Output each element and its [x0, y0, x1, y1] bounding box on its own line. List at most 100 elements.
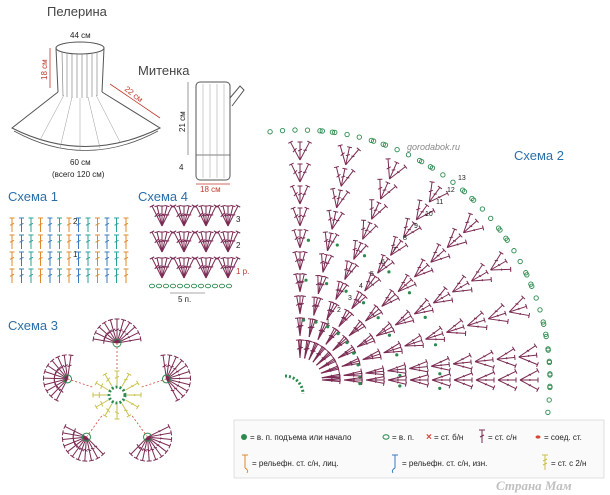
stitch-top: [65, 449, 70, 455]
scallop-chain: [450, 179, 456, 185]
stitch-stem: [364, 276, 376, 292]
stitch-stem: [409, 368, 428, 373]
schema2-stitch: [299, 140, 312, 161]
stitch-top: [514, 354, 516, 360]
stitch-stem: [325, 330, 339, 345]
stitch-top: [479, 310, 484, 315]
stitch-stem: [428, 187, 441, 203]
stitch-top: [420, 258, 426, 262]
schema2-stitch: [490, 258, 508, 271]
mitenka-height-dim: 21 см: [178, 111, 187, 132]
stitch-top: [164, 449, 169, 455]
schema2-stitch: [476, 377, 495, 383]
stitch-bar: [76, 273, 81, 277]
schema1-stitch: [76, 217, 81, 232]
stitch-top: [470, 370, 474, 376]
stitch-stem: [509, 311, 530, 317]
stitch-stem: [173, 205, 185, 227]
scallop-chain: [405, 152, 412, 158]
schema2-row-number: 5: [370, 271, 374, 278]
stitch-stem: [383, 350, 403, 354]
stitch-bar: [371, 313, 375, 316]
stitch-bar: [373, 315, 376, 318]
stitch-bar: [87, 448, 92, 452]
stitch-stem: [151, 231, 163, 253]
schema2-stitch: [487, 302, 505, 320]
stitch-top: [305, 184, 311, 188]
stitch-stem: [320, 368, 339, 374]
stitch-bar: [419, 305, 423, 308]
scallop-chain: [545, 347, 551, 353]
stitch-stem: [331, 211, 337, 230]
schema4-stitch: [220, 256, 229, 279]
schema2-stitch: [322, 254, 335, 273]
stitch-bar: [178, 380, 181, 384]
schema2-stitch: [431, 365, 451, 373]
stitch-stem: [413, 259, 424, 278]
scallop-chain: [497, 227, 503, 233]
schema1-stitch: [123, 251, 129, 266]
stitch-stem: [381, 297, 399, 307]
schema3: Схема 3: [8, 318, 192, 462]
scallop-chain: [304, 127, 311, 133]
schema2-stitch: [351, 292, 365, 310]
stitch-bar: [297, 214, 303, 218]
stitch-top: [425, 359, 429, 365]
schema2-stitch: [430, 247, 447, 263]
stitch-stem: [121, 373, 130, 387]
stitch-bar: [181, 213, 187, 217]
schema2-stitch: [446, 318, 464, 333]
stitch-top: [149, 230, 155, 234]
stitch-top: [397, 340, 402, 346]
stitch-top: [168, 443, 172, 449]
stitch-bar: [176, 370, 179, 373]
stitch-top: [411, 221, 417, 225]
stitch-bar: [420, 269, 424, 272]
stitch-bar: [344, 318, 348, 321]
stitch-bar: [19, 222, 24, 226]
schema2-stitch: [496, 346, 516, 360]
scallop-chain: [541, 321, 547, 327]
petal-ring: [143, 432, 153, 442]
stitch-stem: [487, 304, 503, 320]
stitch-top: [333, 210, 339, 213]
stitch-top: [337, 189, 343, 192]
stitch-bar: [424, 213, 428, 216]
stitch-bar: [329, 369, 332, 373]
stitch-top: [315, 342, 321, 346]
stitch-bar: [403, 226, 408, 229]
stitch-stem: [205, 257, 217, 279]
stitch-bar: [114, 411, 120, 415]
sc-dot: [387, 333, 392, 337]
stitch-stem: [217, 257, 229, 279]
stitch-bar: [469, 225, 473, 228]
stitch-top: [235, 204, 241, 208]
stitch-stem: [430, 249, 445, 263]
stitch-top: [461, 274, 467, 279]
stitch-bar: [300, 259, 305, 262]
stitch-stem: [299, 207, 308, 227]
stitch-bar: [462, 365, 465, 368]
stitch-top: [139, 459, 146, 462]
schema2-stitch: [430, 253, 451, 263]
stitch-stem: [490, 252, 502, 271]
schema2-stitch: [353, 241, 364, 260]
stitch-bar: [198, 238, 203, 244]
stitch-stem: [390, 244, 407, 256]
chain-stitch: [211, 283, 219, 289]
schema2-stitch: [404, 337, 423, 347]
stitch-top: [404, 373, 407, 379]
schema2-stitch: [402, 217, 411, 238]
stitch-stem: [345, 147, 350, 165]
stitch-bar: [198, 212, 203, 218]
stitch-bar: [396, 366, 399, 369]
stitch-top: [167, 354, 173, 356]
stitch-top: [409, 277, 414, 282]
stitch-top: [462, 324, 465, 330]
sc-dot: [433, 343, 438, 347]
stitch-bar: [297, 280, 303, 284]
stitch-bar: [67, 364, 72, 368]
schema2-stitch: [312, 346, 327, 363]
stitch-bar: [55, 368, 59, 375]
stitch-bar: [85, 222, 91, 226]
